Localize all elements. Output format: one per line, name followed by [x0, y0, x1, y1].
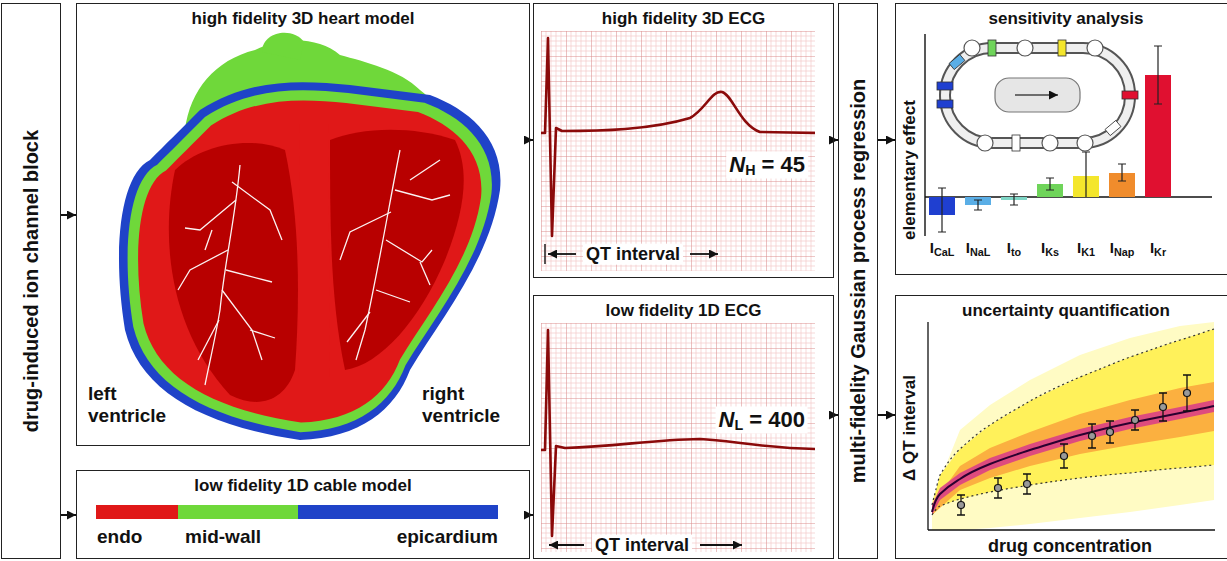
annotation-label: QT interval: [583, 244, 683, 265]
text-part: CaL: [934, 246, 954, 258]
uncertainty-chart: [928, 322, 1215, 530]
panel-box: multi-fidelity Gaussian process regressi…: [838, 3, 878, 559]
annotation-label: IKr: [1150, 239, 1166, 259]
annotation-label: INap: [1110, 239, 1135, 259]
panel-heading: high fidelity 3D ECG: [534, 9, 833, 29]
panel-box: drug-induced ion channel block: [1, 3, 61, 559]
annotation-label: Δ QT interval: [900, 375, 920, 481]
annotation-label: IK1: [1077, 239, 1095, 259]
panel-box: sensitivity analysis: [895, 3, 1227, 275]
annotation-label: Ito: [1007, 239, 1021, 259]
text-part: H: [745, 162, 755, 178]
panel-heading: sensitivity analysis: [896, 9, 1227, 29]
annotation-label: QT interval: [592, 535, 692, 556]
vertical-heading: multi-fidelity Gaussian process regressi…: [847, 79, 870, 484]
sensitivity-chart: [925, 34, 1212, 236]
ecg-3d: [541, 31, 815, 271]
panel-heading: high fidelity 3D heart model: [77, 9, 529, 29]
annotation-label: epicardium: [397, 526, 498, 548]
annotation-label: INaL: [966, 239, 991, 259]
annotation-label: mid-wall: [185, 526, 261, 548]
text-part: Ks: [1045, 246, 1059, 258]
flow-arrow: [878, 414, 895, 416]
annotation-label: IKs: [1041, 239, 1059, 259]
text-part: to: [1011, 246, 1021, 258]
flow-arrow: [61, 514, 76, 516]
annotation-label: drug concentration: [988, 536, 1152, 557]
annotation-label: left ventricle: [88, 383, 183, 427]
text-part: K1: [1081, 246, 1095, 258]
panel-heading: low fidelity 1D cable model: [77, 476, 529, 496]
text-part: N: [719, 407, 735, 432]
text-part: Kr: [1154, 246, 1166, 258]
ecg-1d: [541, 323, 815, 552]
panel-box: uncertainty quantification: [895, 295, 1227, 559]
flow-arrow: [61, 214, 76, 216]
heart-illustration: [119, 33, 500, 440]
panel-heading: low fidelity 1D ECG: [534, 301, 833, 321]
annotation-label: right ventricle: [422, 383, 517, 427]
text-part: Nap: [1114, 246, 1134, 258]
annotation-label: elementary effect: [900, 100, 920, 240]
flow-arrow: [878, 139, 895, 141]
panel-box: high fidelity 3D heart model: [76, 3, 530, 446]
panel-heading: uncertainty quantification: [896, 301, 1227, 321]
text-part: N: [729, 152, 745, 177]
annotation-label: NH = 45: [726, 152, 808, 179]
vertical-heading: drug-induced ion channel block: [20, 130, 43, 432]
text-part: L: [734, 417, 743, 433]
annotation-label: ICaL: [930, 239, 955, 259]
panel-box: high fidelity 3D ECG: [533, 3, 834, 278]
annotation-label: NL = 400: [716, 407, 808, 434]
text-part: NaL: [970, 246, 990, 258]
annotation-label: endo: [97, 526, 142, 548]
cable-bar: [96, 505, 498, 519]
